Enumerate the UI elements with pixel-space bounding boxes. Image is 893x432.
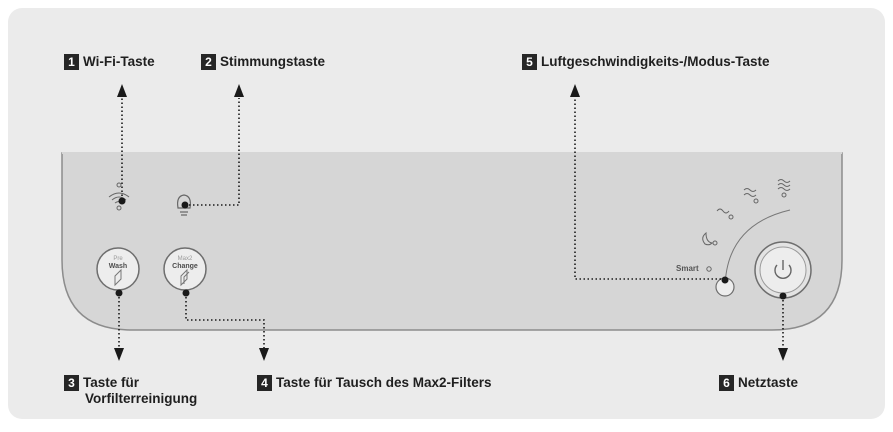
sleep-moon-icon [702,231,718,246]
callout-4: 4 Taste für Tausch des Max2-Filters [257,375,492,391]
arrow-4 [259,348,269,361]
power-icon [774,260,792,279]
arrow-3 [114,348,124,361]
leader-4 [185,293,265,350]
prewash-line2: Wash [108,263,128,270]
callout-4-number: 4 [257,375,272,391]
fan-speed-1-icon [716,208,734,220]
callout-6-number: 6 [719,375,734,391]
fan-speed-3-icon [777,179,791,198]
callout-5-label: Luftgeschwindigkeits-/Modus-Taste [541,54,770,69]
arrow-2 [234,84,244,97]
leader-2 [185,98,240,206]
callout-3-label: Taste für Vorfilterreinigung [83,375,197,407]
max2-line1: Max2 [177,256,193,262]
mode-arc [724,209,791,289]
callout-3-number: 3 [64,375,79,391]
arrow-5 [570,84,580,97]
callout-4-label: Taste für Tausch des Max2-Filters [276,375,492,390]
callout-2: 2 Stimmungstaste [201,54,325,70]
arrow-1 [117,84,127,97]
callout-2-label: Stimmungstaste [220,54,326,69]
filter-icon [114,268,122,287]
callout-3-label-line1: Taste für [83,375,140,390]
leader-dots [115,197,787,300]
callout-3: 3 Taste für Vorfilterreinigung [64,375,197,407]
callout-3-label-line2: Vorfilterreinigung [85,391,198,406]
callout-6: 6 Netztaste [719,375,798,391]
smart-label: Smart [676,264,699,273]
prewash-line1: Pre [113,256,123,262]
callout-1-number: 1 [64,54,79,70]
arrowheads [114,84,788,361]
max2-button-label: Max2 Change [167,256,203,271]
callout-2-number: 2 [201,54,216,70]
control-panel-top-edge [62,152,842,154]
control-panel [61,152,843,331]
callout-6-label: Netztaste [738,375,799,390]
arrow-6 [778,348,788,361]
callout-5: 5 Luftgeschwindigkeits-/Modus-Taste [522,54,770,70]
mood-bulb-icon [177,194,191,216]
smart-indicator [706,266,712,272]
max2-line2: Change [172,263,198,270]
callout-5-number: 5 [522,54,537,70]
callout-1: 1 Wi-Fi-Taste [64,54,155,70]
fan-speed-2-icon [743,188,759,204]
callout-1-label: Wi-Fi-Taste [83,54,155,69]
leader-lines [118,98,784,350]
filter-change-icon [180,268,190,287]
prewash-button-label: Pre Wash [103,256,133,271]
